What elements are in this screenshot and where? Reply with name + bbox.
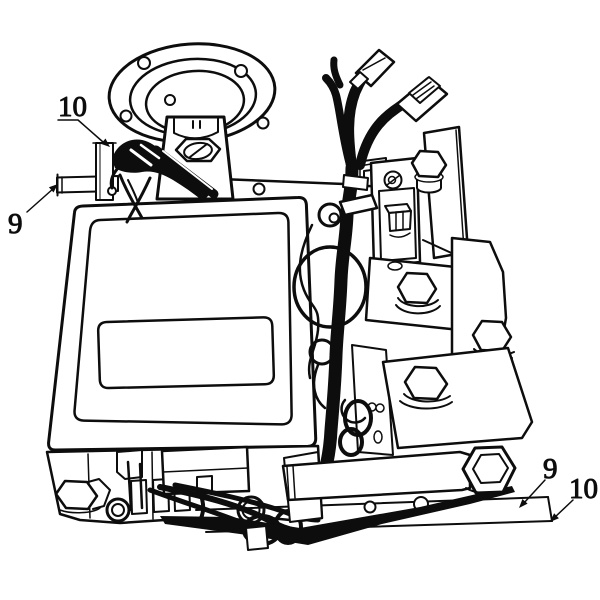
wire-loop (292, 245, 368, 329)
callout-9-right: 9 (519, 453, 558, 508)
callout-9-left: 9 (8, 184, 58, 241)
flange-bolt-hole (137, 56, 151, 70)
wire-harness-left (109, 139, 219, 224)
wire-loop (308, 338, 336, 366)
flange-bolt-hole (256, 116, 270, 130)
hex-bolt (403, 365, 449, 401)
connector-plug-large (395, 76, 449, 123)
callout-label-9-right: 9 (543, 453, 558, 485)
bottom-hex-bolt (54, 478, 111, 514)
terminal-nut (410, 149, 448, 179)
terminal-block-upper (364, 256, 467, 332)
callout-10-right: 10 (550, 473, 599, 522)
callout-label-10-right: 10 (569, 473, 598, 505)
flange-bolt-hole (119, 109, 133, 123)
hex-bolt (471, 319, 513, 353)
controller-box (47, 195, 318, 452)
hex-bolt (396, 271, 438, 305)
connector-plug-small (349, 48, 396, 90)
signal-wire (298, 223, 320, 380)
bus-bar-hex-bolt (461, 445, 517, 495)
contactor-block (340, 344, 534, 456)
plate-hole (363, 500, 377, 514)
terminal-post (410, 149, 448, 194)
grommet-left (105, 497, 131, 523)
breaker-lever (384, 203, 412, 238)
callout-label-9-left: 9 (8, 208, 23, 240)
bus-bar (281, 445, 517, 523)
circuit-breaker (355, 156, 422, 269)
plate-screw-hole (252, 182, 266, 196)
flange-bolt-hole (234, 64, 248, 78)
small-connector (245, 525, 269, 551)
column-hex-bolt (174, 137, 222, 163)
box-label-recess (96, 316, 276, 390)
pin (126, 460, 133, 512)
callout-label-10-left: 10 (58, 91, 87, 123)
connector-tab (130, 479, 148, 515)
wire-loop (338, 427, 364, 457)
callout-10-left: 10 (57, 91, 110, 147)
connector-tab (116, 449, 143, 480)
pin (138, 462, 144, 510)
flange-bolt-hole (164, 94, 176, 106)
callouts: 10 9 9 10 (8, 91, 599, 522)
breaker-screw (383, 170, 403, 190)
mounting-flange (107, 42, 277, 144)
cable-clamp (317, 174, 379, 228)
left-bracket (92, 142, 117, 201)
